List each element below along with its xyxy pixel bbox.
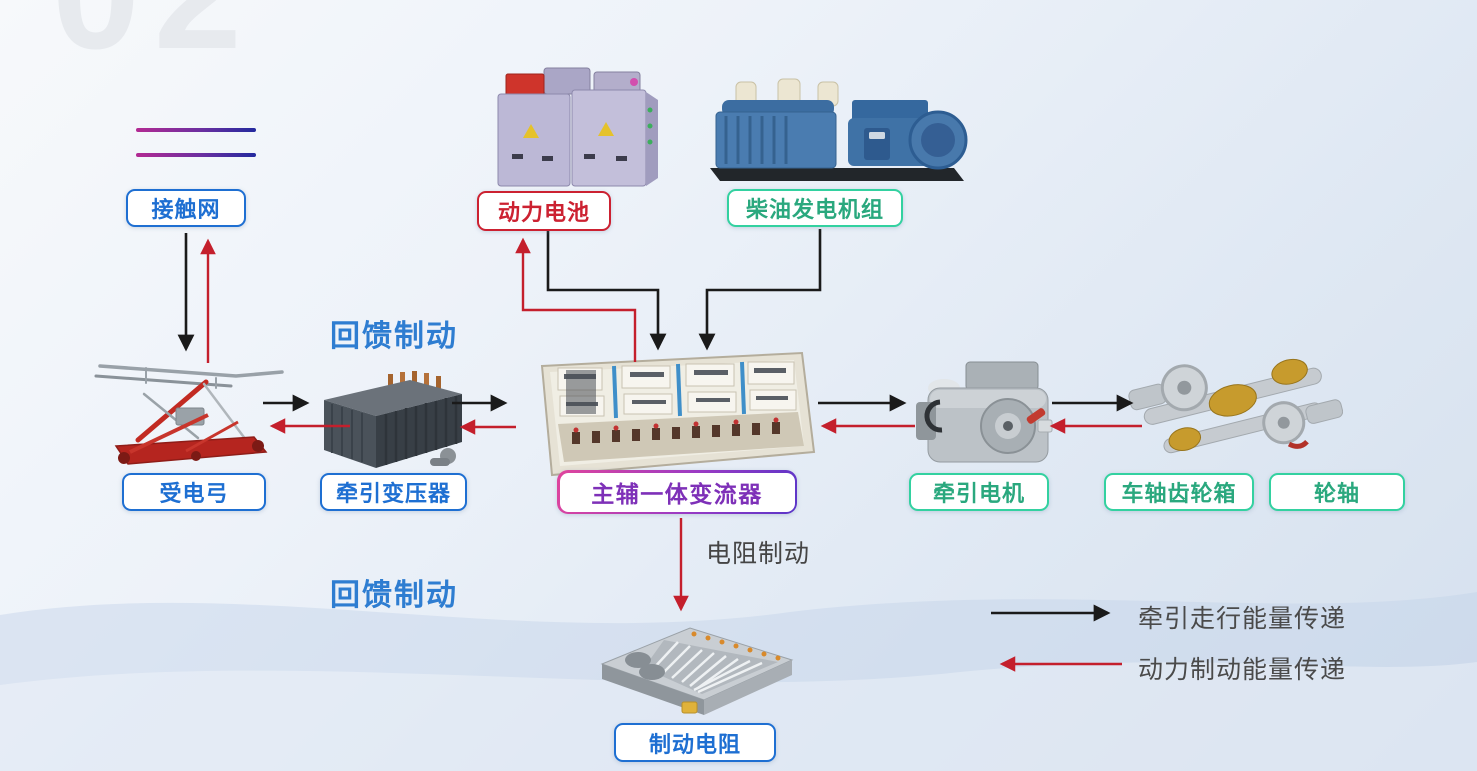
pantograph-image: [94, 364, 284, 465]
label-power-battery: 动力电池: [477, 191, 611, 231]
label-diesel-genset-text: 柴油发电机组: [745, 197, 884, 222]
label-main-aux-converter-text: 主辅一体变流器: [591, 481, 763, 507]
resistive-braking-label: 电阻制动: [706, 540, 811, 568]
label-axle-gearbox-text: 车轴齿轮箱: [1121, 481, 1237, 506]
legend-traction-energy-label: 牵引走行能量传递: [1138, 605, 1347, 633]
axle-gearbox-image: [1128, 358, 1343, 454]
brake-resistor-image: [600, 627, 794, 715]
label-traction-transformer: 牵引变压器: [320, 473, 467, 511]
diesel-genset-image: [710, 78, 968, 181]
power-battery-image: [497, 67, 658, 187]
label-pantograph-text: 受电弓: [159, 481, 229, 506]
label-power-battery-text: 动力电池: [497, 200, 590, 225]
traction-motor-image: [916, 361, 1053, 463]
deco-gradient-line-1: [136, 128, 256, 132]
label-pantograph: 受电弓: [122, 473, 266, 511]
label-main-aux-converter: 主辅一体变流器: [557, 470, 797, 514]
label-wheel-axle-text: 轮轴: [1313, 481, 1360, 506]
legend-braking-energy-label: 动力制动能量传递: [1138, 656, 1347, 684]
label-diesel-genset: 柴油发电机组: [727, 189, 903, 227]
regen-braking-label-top: 回馈制动: [330, 320, 458, 353]
deco-gradient-line-2: [136, 153, 256, 157]
label-brake-resistor: 制动电阻: [614, 723, 776, 762]
label-traction-motor: 牵引电机: [909, 473, 1049, 511]
traction-transformer-image: [324, 371, 462, 468]
main-aux-converter-image: [540, 351, 816, 477]
label-traction-transformer-text: 牵引变压器: [335, 481, 451, 506]
label-brake-resistor-text: 制动电阻: [648, 731, 741, 757]
label-axle-gearbox: 车轴齿轮箱: [1104, 473, 1254, 511]
label-wheel-axle: 轮轴: [1269, 473, 1405, 511]
regen-braking-label-bottom: 回馈制动: [330, 579, 458, 612]
label-catenary-text: 接触网: [151, 197, 221, 222]
background-section-number: 02: [52, 0, 256, 85]
label-catenary: 接触网: [126, 189, 246, 227]
label-traction-motor-text: 牵引电机: [932, 481, 1025, 506]
